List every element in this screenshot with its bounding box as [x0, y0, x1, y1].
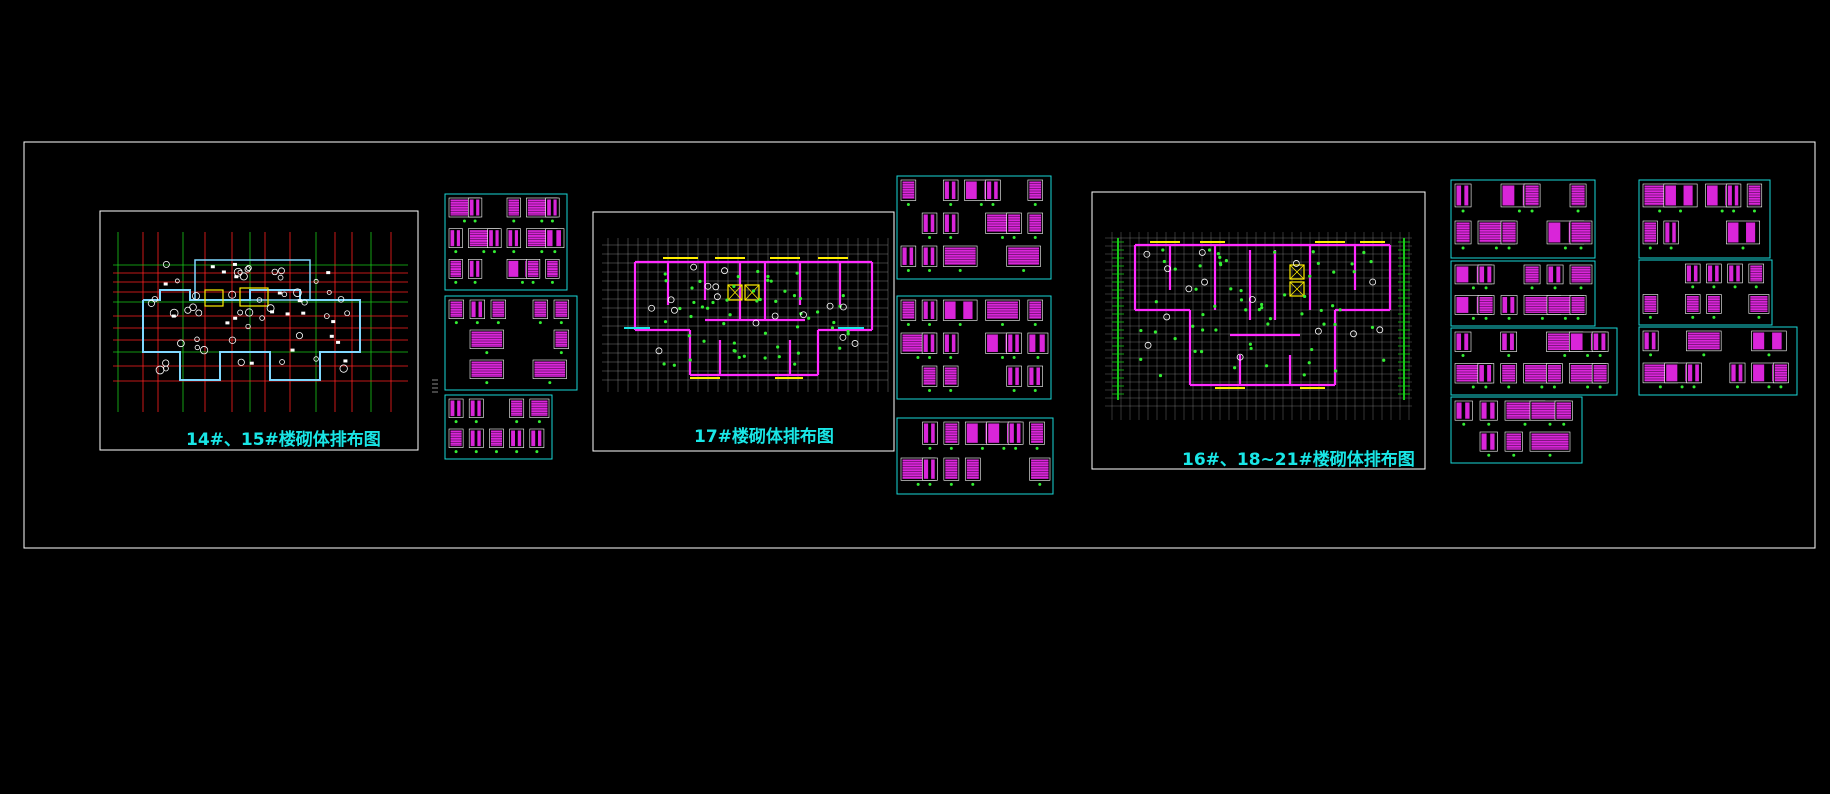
plan-17-title: 17#楼砌体排布图	[694, 427, 834, 447]
plan-14-15-title: 14#、15#楼砌体排布图	[186, 430, 381, 450]
scale-marks	[432, 379, 438, 393]
detail-sheet-group[interactable]	[1450, 260, 1596, 327]
detail-sheet-group[interactable]	[444, 295, 578, 391]
detail-sheet-group[interactable]	[1450, 396, 1583, 464]
detail-sheet-group[interactable]	[1638, 179, 1771, 259]
detail-sheet-group[interactable]	[896, 175, 1052, 280]
plan-17-floor-plan	[602, 238, 889, 392]
outer-sheet-frame	[23, 141, 1816, 549]
detail-sheets	[444, 175, 1798, 495]
plan-14-15-floor-plan	[113, 232, 408, 412]
plan-14-15-frame[interactable]	[99, 210, 419, 451]
detail-sheet-group[interactable]	[1638, 326, 1798, 396]
detail-sheet-group[interactable]	[896, 295, 1052, 400]
detail-sheet-group[interactable]	[1450, 179, 1596, 259]
detail-sheet-group[interactable]	[896, 417, 1054, 495]
detail-sheet-group[interactable]	[444, 193, 568, 291]
detail-sheet-group[interactable]	[1450, 327, 1618, 396]
plan-16-18-21-frame[interactable]	[1091, 191, 1426, 470]
detail-sheet-group[interactable]	[444, 394, 553, 460]
plan-16-18-21-title: 16#、18~21#楼砌体排布图	[1182, 450, 1415, 470]
plan-16-18-21-floor-plan	[1105, 232, 1412, 420]
detail-sheet-group[interactable]	[1638, 259, 1773, 326]
plan-17-frame[interactable]	[592, 211, 895, 452]
